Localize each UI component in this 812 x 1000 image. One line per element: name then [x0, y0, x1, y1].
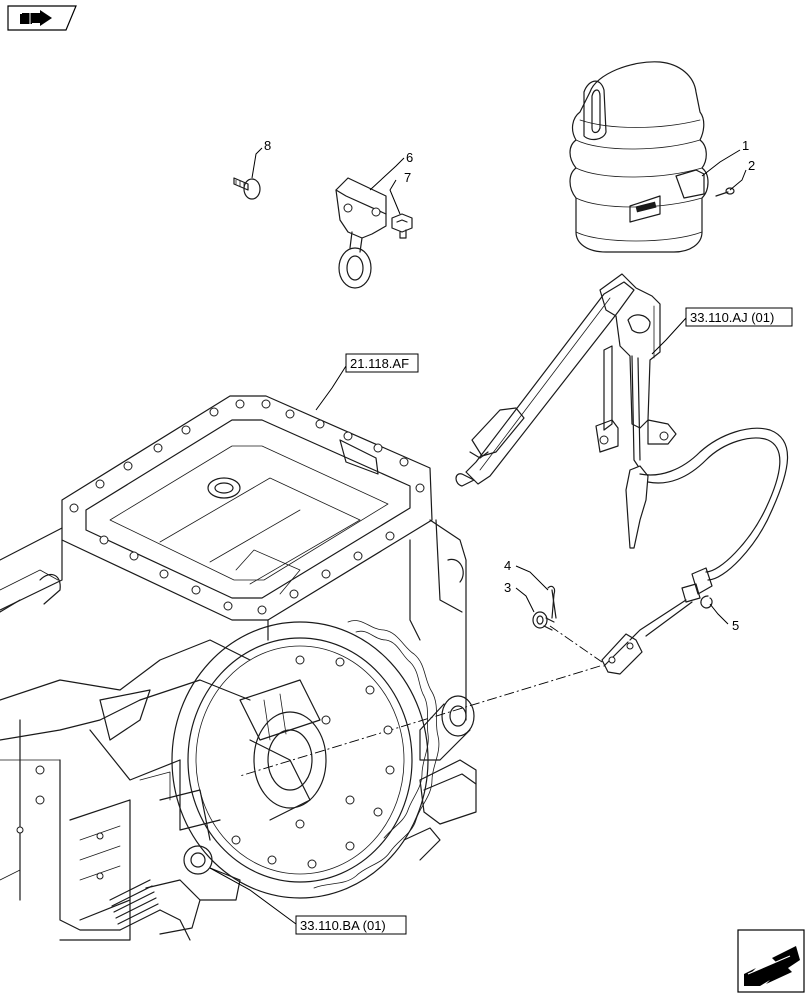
navigation-arrow-icon[interactable] — [737, 929, 805, 993]
control-cable — [629, 427, 789, 641]
washer-part — [532, 611, 555, 631]
nut-part — [391, 213, 413, 239]
bracket-plate-part — [335, 177, 387, 289]
callout-4: 4 — [504, 558, 511, 573]
screw-part — [715, 187, 735, 197]
callout-7: 7 — [404, 170, 411, 185]
callout-3: 3 — [504, 580, 511, 595]
reference-21-118-af[interactable]: 21.118.AF — [345, 353, 419, 373]
assembly-centerline — [549, 625, 603, 663]
reference-33-110-ba[interactable]: 33.110.BA (01) — [295, 915, 407, 935]
callout-5: 5 — [732, 618, 739, 633]
callout-8: 8 — [264, 138, 271, 153]
svg-text:33.110.BA (01): 33.110.BA (01) — [300, 918, 386, 933]
svg-text:33.110.AJ (01): 33.110.AJ (01) — [690, 310, 774, 325]
lever-assembly — [455, 273, 677, 549]
lever-boot-part — [569, 61, 709, 253]
pin-part — [547, 585, 557, 619]
svg-text:21.118.AF: 21.118.AF — [350, 356, 409, 371]
clip-ring-part — [700, 595, 713, 609]
transmission-housing — [0, 395, 477, 941]
leader-lines — [209, 147, 747, 925]
bolt-part — [233, 177, 261, 200]
book-arrow-icon[interactable] — [7, 5, 77, 31]
callout-1: 1 — [742, 138, 749, 153]
clevis-part — [601, 633, 643, 675]
callout-2: 2 — [748, 158, 755, 173]
reference-33-110-aj[interactable]: 33.110.AJ (01) — [685, 307, 793, 327]
callout-6: 6 — [406, 150, 413, 165]
assembly-centerline-2 — [239, 665, 601, 777]
